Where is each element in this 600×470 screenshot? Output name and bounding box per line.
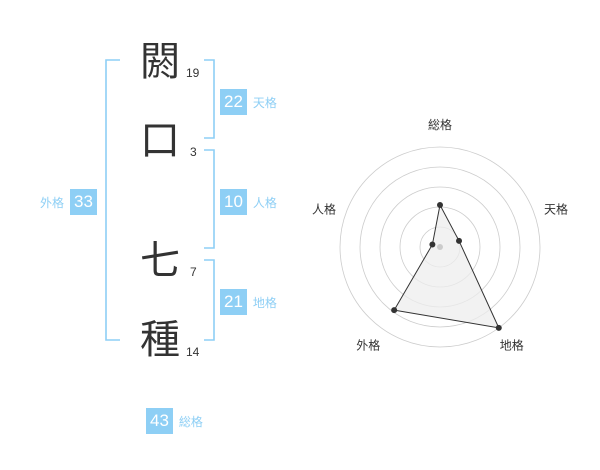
- jinkaku-label: 人格: [252, 195, 277, 210]
- radar-ring-4: [359, 166, 521, 328]
- chikaku-label: 地格: [252, 295, 277, 310]
- radar-point-5: [429, 241, 436, 248]
- radar-point-3: [495, 324, 502, 331]
- soukaku-label: 総格: [178, 414, 203, 429]
- bracket-gaikaku: [105, 59, 120, 341]
- radar-point-4: [391, 307, 398, 314]
- chikaku-value: 21: [220, 289, 247, 315]
- radar-polygon: [393, 203, 500, 329]
- tenkaku-badge: 22 天格: [220, 89, 277, 115]
- gaikaku-value: 33: [70, 189, 97, 215]
- tenkaku-label: 天格: [252, 95, 277, 110]
- name-char-4: 種: [140, 317, 180, 363]
- name-char-3: 七: [140, 238, 180, 284]
- radar-point-2: [456, 237, 463, 244]
- bracket-tenkaku: [204, 59, 215, 139]
- bracket-chikaku: [204, 259, 215, 341]
- stroke-count-2: 3: [190, 145, 197, 159]
- radar-point-1: [437, 202, 443, 208]
- radar-axis-label-2: 天格: [544, 201, 568, 216]
- radar-axis-label-3: 地格: [500, 338, 524, 353]
- chikaku-badge: 21 地格: [220, 289, 277, 315]
- gaikaku-badge: 外格 33: [40, 189, 97, 215]
- stroke-count-3: 7: [190, 265, 197, 279]
- bracket-jinkaku: [204, 149, 215, 249]
- radar-axis-label-5: 人格: [312, 201, 336, 216]
- tenkaku-value: 22: [220, 89, 247, 115]
- radar-center-dot: [437, 244, 443, 250]
- stroke-count-1: 19: [186, 66, 200, 80]
- jinkaku-badge: 10 人格: [220, 189, 277, 215]
- radar-axis-label-4: 外格: [356, 338, 380, 353]
- radar-ring-5: [339, 146, 541, 348]
- gaikaku-label: 外格: [40, 195, 65, 210]
- soukaku-value: 43: [146, 408, 173, 434]
- stroke-count-4: 14: [186, 345, 200, 359]
- name-char-2: 口: [140, 118, 180, 164]
- name-char-1: 閼: [140, 39, 180, 85]
- radar-axis-label-1: 総格: [428, 117, 452, 132]
- soukaku-badge: 43 総格: [146, 408, 203, 434]
- jinkaku-value: 10: [220, 189, 247, 215]
